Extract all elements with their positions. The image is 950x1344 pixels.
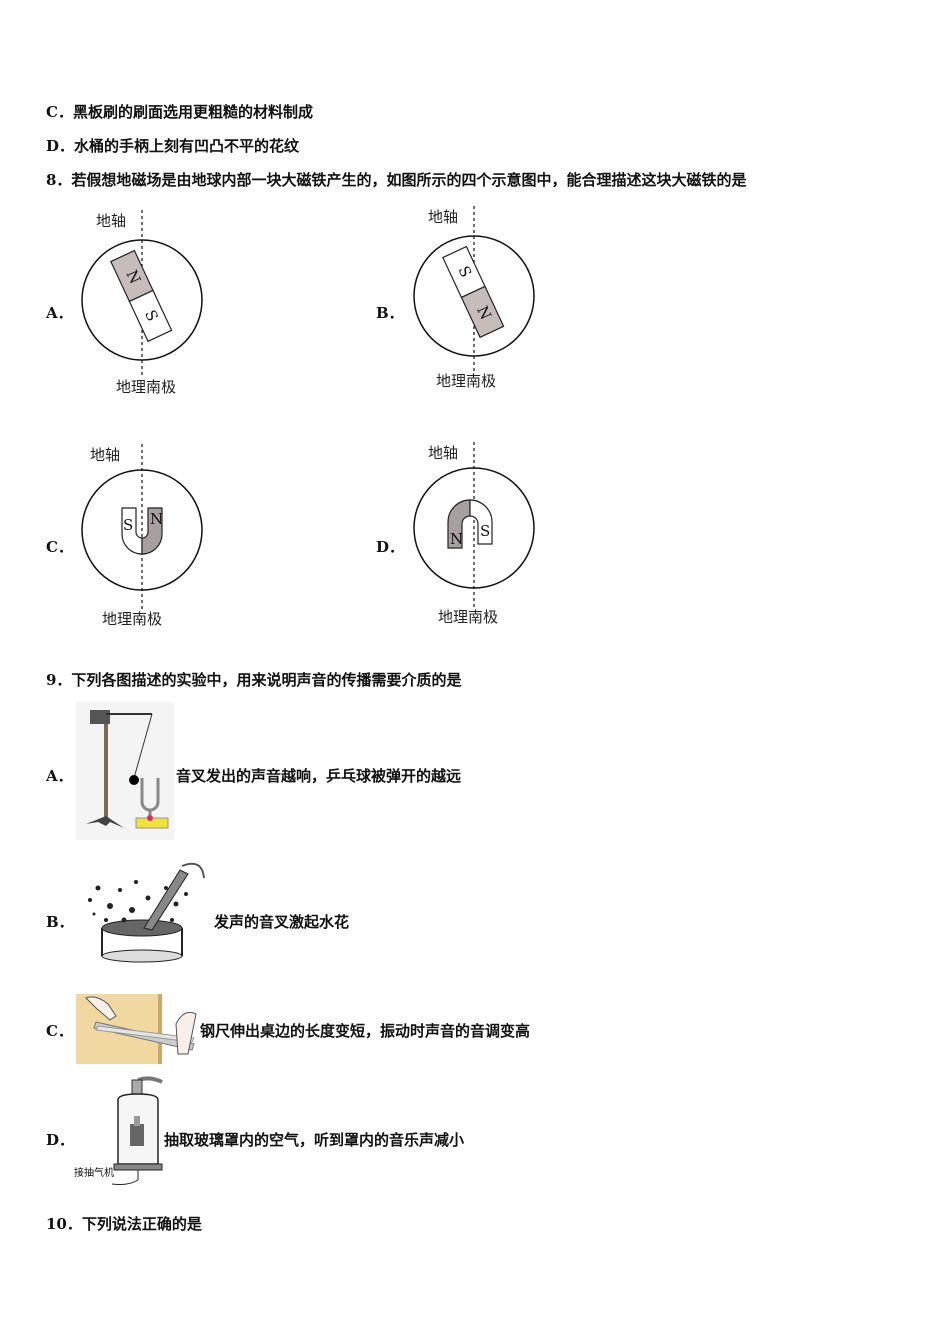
south-pole-label: 地理南极 <box>438 608 498 626</box>
axis-label: 地轴 <box>428 444 458 462</box>
q8-option-b-label: B． <box>376 304 404 322</box>
q9-figure-a-tuning-fork-pingpong <box>76 702 174 840</box>
q8-figure-b: 地轴 S N 地理南极 <box>413 206 535 390</box>
svg-text:S: S <box>123 516 133 534</box>
q9-option-d-label: D． <box>46 1131 75 1149</box>
south-pole-label: 地理南极 <box>436 372 496 390</box>
q8-option-c-label: C． <box>46 538 73 556</box>
q9-figure-d-bell-jar: 接抽气机 <box>74 1076 163 1185</box>
question-10: 10．下列说法正确的是 <box>46 1215 202 1233</box>
q9-option-a-label: A． <box>46 767 73 785</box>
svg-text:N: N <box>150 510 163 528</box>
question-9: 9．下列各图描述的实验中，用来说明声音的传播需要介质的是 <box>46 671 462 689</box>
south-pole-label: 地理南极 <box>102 610 162 628</box>
q8-option-a-label: A． <box>46 304 73 322</box>
q8-figure-d: 地轴 N S 地理南极 <box>413 442 535 626</box>
q8-figure-a: 地轴 N S 地理南极 <box>81 210 203 396</box>
q8-figure-c: 地轴 S N 地理南极 <box>81 444 203 628</box>
q8-option-d-label: D． <box>376 538 405 556</box>
option-c-previous: C．黑板刷的刷面选用更粗糙的材料制成 <box>46 103 313 121</box>
q9-option-b-text: 发声的音叉激起水花 <box>214 913 350 931</box>
south-pole-label: 地理南极 <box>116 378 176 396</box>
q9-option-c-text: 钢尺伸出桌边的长度变短，振动时声音的音调变高 <box>200 1022 531 1040</box>
axis-label: 地轴 <box>428 208 458 226</box>
question-8: 8．若假想地磁场是由地球内部一块大磁铁产生的，如图所示的四个示意图中，能合理描述… <box>46 171 747 189</box>
axis-label: 地轴 <box>96 212 126 230</box>
q9-figure-c-steel-ruler <box>76 994 197 1064</box>
q9-option-c-label: C． <box>46 1022 73 1040</box>
option-d-previous: D．水桶的手柄上刻有凹凸不平的花纹 <box>46 137 300 155</box>
q9-option-d-text: 抽取玻璃罩内的空气，听到罩内的音乐声减小 <box>164 1131 465 1149</box>
svg-text:N: N <box>450 530 463 548</box>
q9-option-b-label: B． <box>46 913 74 931</box>
q9-figure-b-water-splash <box>88 862 205 963</box>
svg-text:S: S <box>480 522 490 540</box>
pump-label: 接抽气机 <box>74 1166 114 1179</box>
q9-option-a-text: 音叉发出的声音越响，乒乓球被弹开的越远 <box>176 767 462 785</box>
axis-label: 地轴 <box>90 446 120 464</box>
